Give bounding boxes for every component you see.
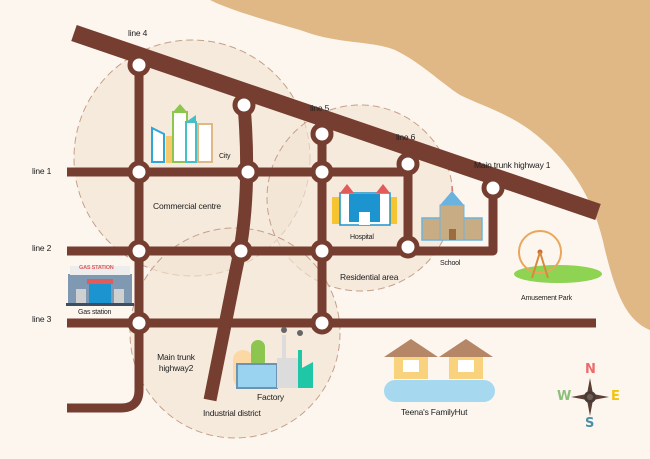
station-node[interactable] [127,239,151,263]
amusement-park-icon [514,230,602,283]
station-node[interactable] [396,152,420,176]
highway-1-label: Main trunk highway 1 [474,160,551,170]
line-3-label: line 3 [32,314,52,324]
compass-north: N [585,362,596,377]
family-hut-icon [384,339,495,402]
hospital-icon [332,184,397,226]
industrial-district-label: Industrial district [203,408,261,418]
factory-label: Factory [257,392,284,402]
station-node[interactable] [127,160,151,184]
line-1-label: line 1 [32,166,52,176]
road-school-loop [408,188,498,256]
city-icon [151,104,213,163]
compass-east: E [611,389,620,404]
factory-icon [233,327,313,389]
station-node[interactable] [232,93,256,117]
station-node[interactable] [310,122,334,146]
line-4-label: line 4 [128,28,148,38]
station-node[interactable] [310,311,334,335]
gas-station-icon [66,266,134,306]
commercial-centre-label: Commercial centre [153,201,221,211]
line-6-label: line 6 [396,132,416,142]
station-node[interactable] [310,239,334,263]
station-node[interactable] [396,235,420,259]
residential-area-label: Residential area [340,272,399,282]
family-hut-label: Teena's FamilyHut [401,407,468,417]
station-node[interactable] [236,160,260,184]
line-5-label: line 5 [310,103,330,113]
compass-icon [571,378,609,416]
sand-area [210,0,650,330]
road-highway-1 [71,24,601,221]
line-2-label: line 2 [32,243,52,253]
school-icon [421,186,483,241]
city-label: City [219,153,231,160]
compass-west: W [557,389,572,404]
station-node[interactable] [127,53,151,77]
school-label: School [440,260,461,267]
road-highway-2 [203,104,254,402]
station-node[interactable] [229,239,253,263]
gas-station-label: Gas station [78,309,112,316]
station-node[interactable] [127,311,151,335]
amusement-park-label: Amusement Park [521,295,572,302]
compass-south: S [585,416,595,431]
station-node[interactable] [481,176,505,200]
station-node[interactable] [310,160,334,184]
road-line-4 [67,65,144,413]
highway-2-label-line1: Main trunk [157,352,195,362]
gas-station-sign: GAS STATION [79,265,114,271]
highway-2-label-line2: highway2 [158,363,194,373]
hospital-label: Hospital [350,234,374,241]
